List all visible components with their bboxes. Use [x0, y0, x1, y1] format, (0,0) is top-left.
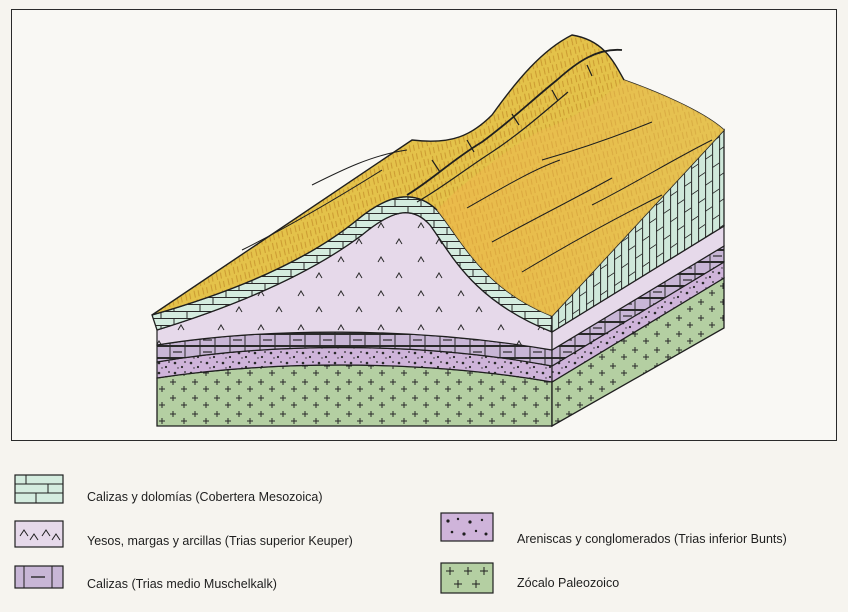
legend-label: Yesos, margas y arcillas (Trias superior… [87, 534, 353, 548]
brick-pattern-icon [14, 474, 64, 504]
dashed-brick-pattern-icon [14, 565, 64, 589]
legend-label: Areniscas y conglomerados (Trias inferio… [517, 532, 787, 546]
dots-pattern-icon [440, 512, 494, 542]
diagram-frame [11, 9, 837, 441]
legend-label: Zócalo Paleozoico [517, 576, 619, 590]
caret-pattern-icon [14, 520, 64, 548]
crosses-pattern-icon [440, 562, 494, 594]
block-diagram [12, 10, 836, 440]
legend-label: Calizas (Trias medio Muschelkalk) [87, 577, 277, 591]
legend-label: Calizas y dolomías (Cobertera Mesozoica) [87, 490, 323, 504]
